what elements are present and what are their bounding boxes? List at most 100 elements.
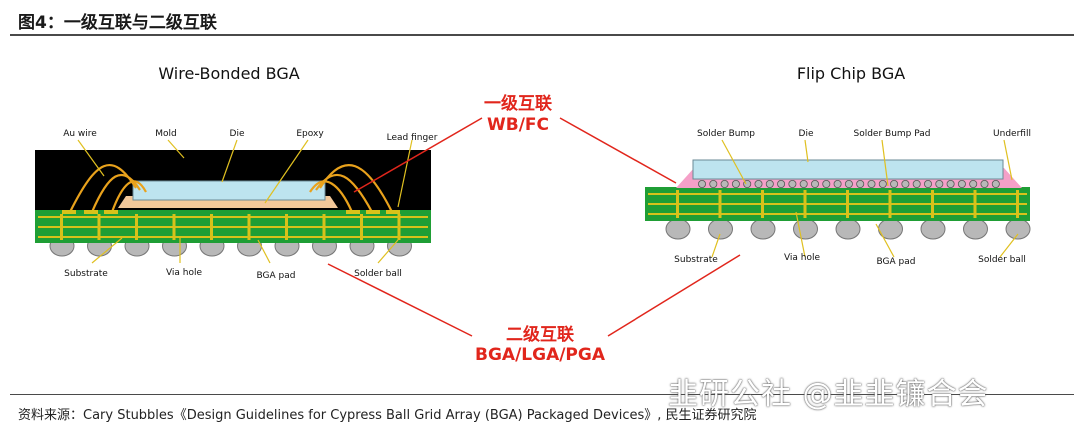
right-substrate-traces <box>648 190 1027 218</box>
solder-bump <box>980 179 989 188</box>
solder-ball <box>835 218 861 240</box>
solder-bump <box>878 179 887 188</box>
via-hole <box>97 214 101 240</box>
wire-bonded-bga: Wire-Bonded BGA <box>35 64 438 281</box>
solder-bump <box>731 179 740 188</box>
trace-line <box>648 193 1027 195</box>
lead-fingers <box>62 210 400 214</box>
label-solder-ball-left: Solder ball <box>354 269 402 279</box>
right-die <box>692 159 1004 180</box>
solder-bump <box>844 179 853 188</box>
left-substrate-traces <box>38 214 428 240</box>
gold-wires <box>69 163 393 213</box>
label-solder-bump: Solder Bump <box>697 129 755 139</box>
via-hole <box>285 214 288 240</box>
solder-ball <box>920 218 946 240</box>
solder-bump <box>788 179 797 188</box>
left-die <box>132 180 326 201</box>
via-hole <box>888 190 892 218</box>
solder-bump <box>856 179 865 188</box>
via-hole <box>60 214 63 240</box>
via-hole <box>210 214 213 240</box>
second-level-callout: 二级互联 BGA/LGA/PGA <box>327 254 741 365</box>
solder-bump <box>867 179 876 188</box>
trace-line <box>38 216 428 218</box>
via-hole <box>322 214 326 240</box>
solder-bump <box>720 179 729 188</box>
label-lead-finger: Lead finger <box>387 133 438 143</box>
via-hole <box>803 190 807 218</box>
label-mold: Mold <box>155 129 177 139</box>
first-level-sublabel: WB/FC <box>487 115 549 135</box>
solder-bump <box>901 179 910 188</box>
solder-bump <box>833 179 842 188</box>
solder-bump <box>811 179 820 188</box>
trace-line <box>648 203 1027 205</box>
watermark: 韭研公社 @韭韭镰合会 <box>668 377 989 412</box>
via-hole <box>931 190 934 218</box>
via-hole <box>973 190 977 218</box>
label-solder-bump-pad: Solder Bump Pad <box>853 129 930 139</box>
second-level-label: 二级互联 <box>506 324 574 345</box>
solder-bump <box>935 179 944 188</box>
right-leader-lines <box>711 139 1019 258</box>
label-au-wire: Au wire <box>63 129 97 139</box>
solder-bump <box>912 179 921 188</box>
solder-bump <box>698 179 707 188</box>
via-hole <box>247 214 251 240</box>
label-via-hole-left: Via hole <box>166 268 203 278</box>
solder-bump <box>991 179 1000 188</box>
trace-line <box>38 236 428 238</box>
top-rule <box>10 34 1074 36</box>
wire-bonded-title: Wire-Bonded BGA <box>158 64 299 83</box>
label-substrate-right: Substrate <box>674 255 718 265</box>
first-level-callout: 一级互联 WB/FC <box>353 93 677 193</box>
solder-bump <box>765 179 774 188</box>
left-leader-lines <box>77 139 413 264</box>
solder-ball <box>665 218 691 240</box>
solder-bumps <box>698 179 1000 188</box>
solder-ball <box>1005 218 1031 240</box>
via-hole <box>172 214 176 240</box>
solder-bump <box>754 179 763 188</box>
solder-bump <box>969 179 978 188</box>
label-bga-pad-left: BGA pad <box>257 271 296 281</box>
solder-bump <box>777 179 786 188</box>
label-die-left: Die <box>230 129 245 139</box>
label-substrate-left: Substrate <box>64 269 108 279</box>
trace-line <box>38 226 428 228</box>
via-hole <box>360 214 363 240</box>
via-hole <box>846 190 849 218</box>
right-solder-balls <box>665 218 1031 240</box>
label-die-right: Die <box>799 129 814 139</box>
via-hole <box>1016 190 1019 218</box>
solder-bump <box>924 179 933 188</box>
label-epoxy: Epoxy <box>296 129 324 139</box>
solder-ball <box>708 218 733 240</box>
source-note: 资料来源：Cary Stubbles《Design Guidelines for… <box>18 408 757 423</box>
trace-line <box>648 213 1027 215</box>
via-hole <box>397 214 401 240</box>
bottom-rule <box>10 394 1074 395</box>
figure-title: 图4：一级互联与二级互联 <box>18 13 217 33</box>
solder-bump <box>946 179 955 188</box>
second-level-sublabel: BGA/LGA/PGA <box>475 345 606 365</box>
label-solder-ball-right: Solder ball <box>978 255 1026 265</box>
solder-ball <box>793 218 818 240</box>
label-underfill: Underfill <box>993 129 1031 139</box>
via-hole <box>718 190 722 218</box>
solder-bump <box>890 179 899 188</box>
flip-chip-bga: Flip Chip BGA Solder Bump Die Solder Bum… <box>645 64 1031 267</box>
via-hole <box>761 190 764 218</box>
solder-ball <box>750 218 776 240</box>
solder-bump <box>822 179 831 188</box>
label-bga-pad-right: BGA pad <box>877 257 916 267</box>
first-level-label: 一级互联 <box>484 93 552 114</box>
solder-bump <box>709 179 718 188</box>
solder-bump <box>799 179 808 188</box>
label-via-hole-right: Via hole <box>784 253 821 263</box>
solder-ball <box>963 218 988 240</box>
via-hole <box>676 190 679 218</box>
solder-bump <box>957 179 966 188</box>
